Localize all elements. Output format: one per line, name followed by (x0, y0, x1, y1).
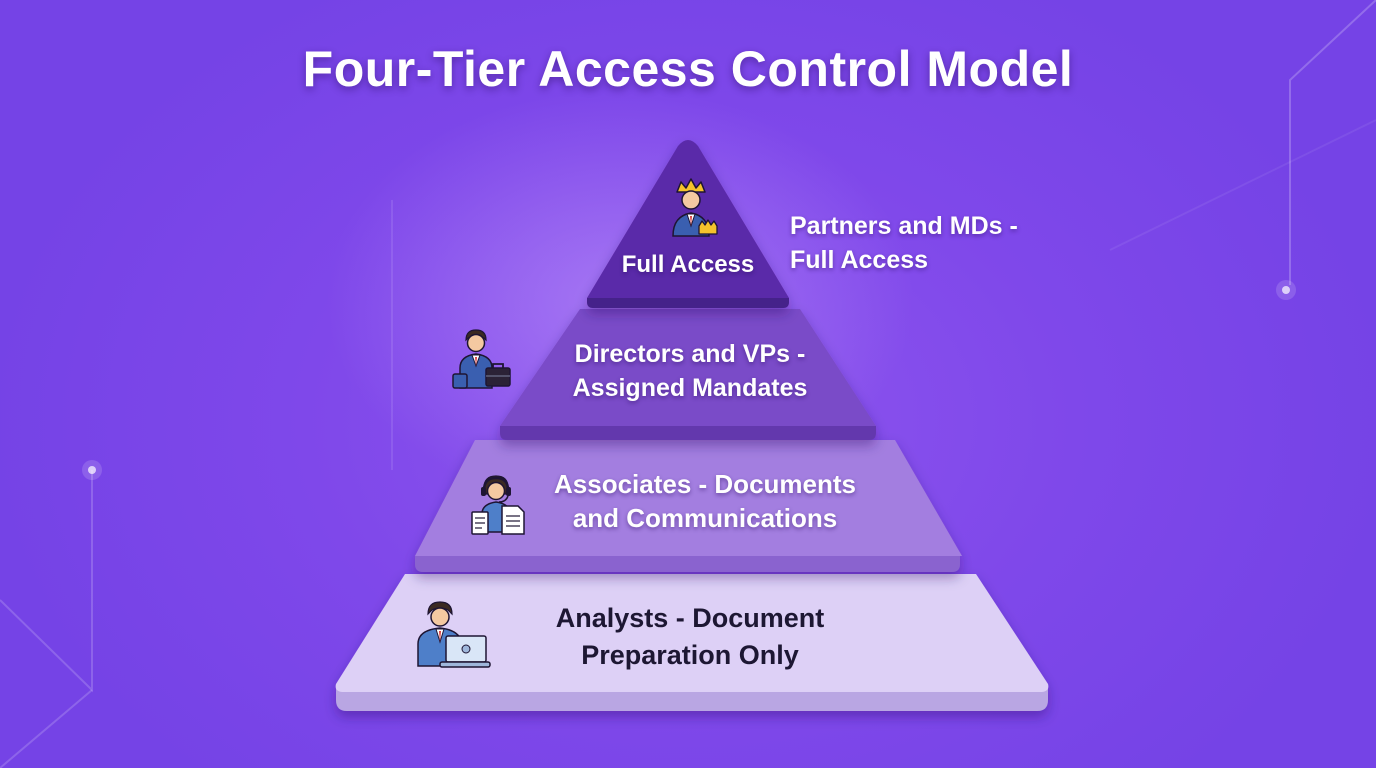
tier-1-side-label-line1: Partners and MDs - (790, 212, 1018, 240)
tier-3-label-line1: Associates - Documents (554, 469, 856, 499)
tier-3-label: Associates - Documents and Communication… (515, 467, 895, 535)
tier-1-side-label-line2: Full Access (790, 246, 929, 274)
tier-2-label-line1: Directors and VPs - (574, 340, 806, 368)
tier-4-shape (335, 574, 1049, 711)
executive-crown-icon (672, 178, 718, 237)
tier-2-shape (500, 309, 876, 440)
tier-3-label-line2: and Communications (572, 503, 838, 533)
analyst-laptop-icon (417, 601, 491, 668)
businessman-briefcase-icon (452, 329, 511, 389)
tier-2-label: Directors and VPs - Assigned Mandates (520, 337, 860, 405)
tier-4-label-line1: Analysts - Document (555, 603, 825, 633)
tier-3-shape (415, 440, 962, 572)
tier-2-label-line2: Assigned Mandates (572, 374, 808, 402)
tier-4-label-line2: Preparation Only (581, 640, 799, 670)
tier-4-label: Analysts - Document Preparation Only (490, 600, 890, 674)
associate-headset-documents-icon (471, 475, 525, 535)
tier-1-side-label: Partners and MDs - Full Access (790, 209, 1018, 277)
tier-1-inner-label: Full Access (621, 251, 755, 278)
page-title: Four-Tier Access Control Model (302, 41, 1074, 97)
